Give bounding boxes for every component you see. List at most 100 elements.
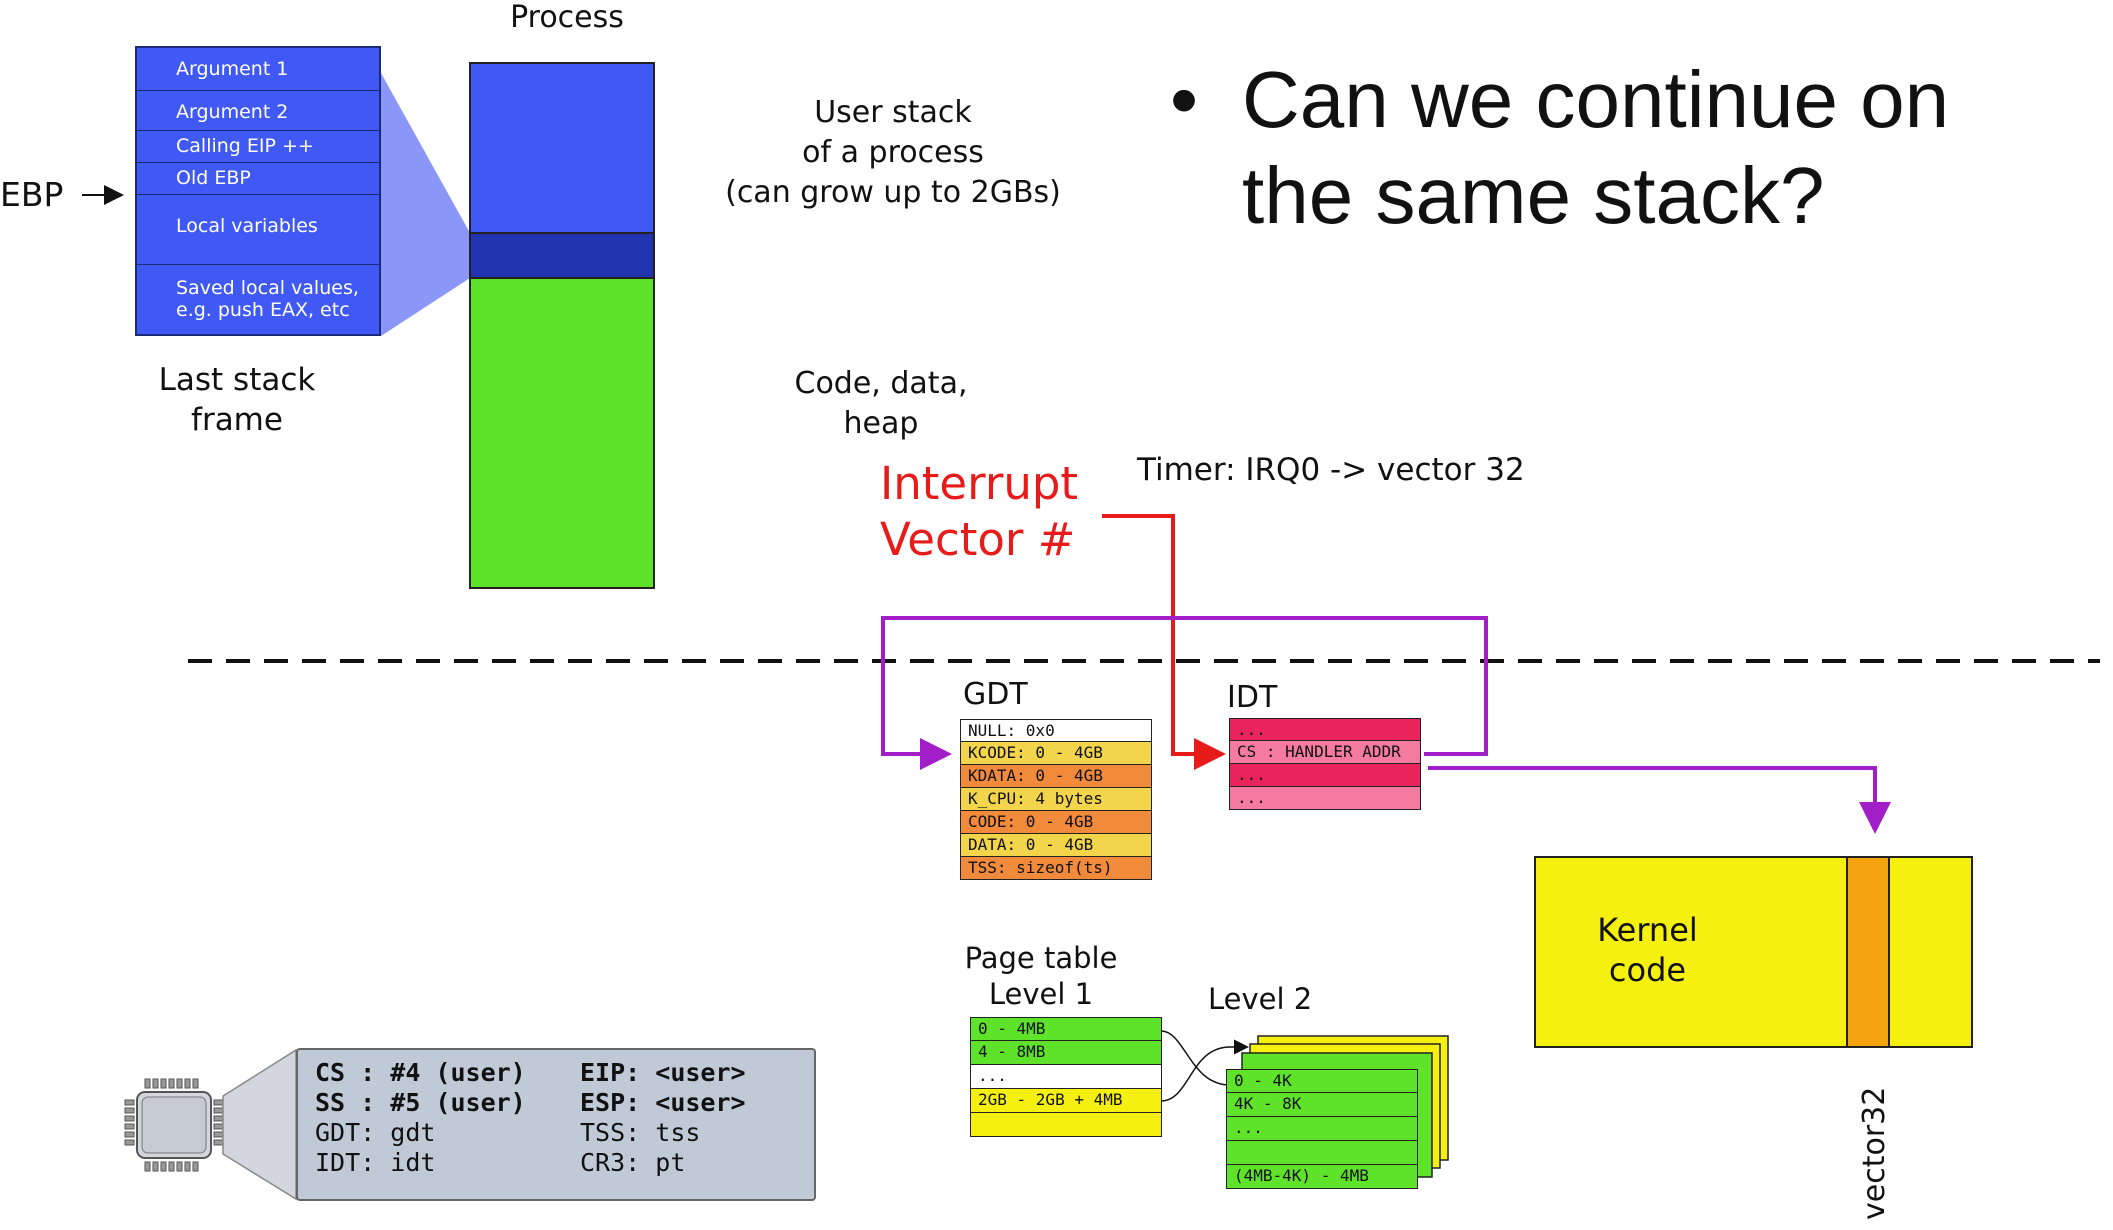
gdt-entry-5: DATA: 0 - 4GB xyxy=(960,834,1152,857)
reg-esp-name: ESP xyxy=(580,1088,626,1117)
idt-to-handler-arrow xyxy=(1428,766,1891,834)
gdt-entry-0: NULL: 0x0 xyxy=(960,719,1152,742)
interrupt-vector-label: Interrupt Vector # xyxy=(880,456,1078,568)
chip-zoom-wedge xyxy=(222,1048,297,1201)
pt-level2-entry-0: 0 - 4K xyxy=(1226,1069,1418,1093)
reg-cr3-name: CR3 xyxy=(580,1148,626,1177)
pt-level2-entry-4: (4MB-4K) - 4MB xyxy=(1226,1165,1418,1189)
gdt-entry-1: KCODE: 0 - 4GB xyxy=(960,742,1152,765)
reg-eip-value: <user> xyxy=(655,1058,746,1087)
reg-eip: EIP: <user> xyxy=(580,1058,746,1087)
gdt-entry-2: KDATA: 0 - 4GB xyxy=(960,765,1152,788)
pt-level2-entry-2: ... xyxy=(1226,1117,1418,1141)
frame-row-local-variables: Local variables xyxy=(137,194,379,264)
kernel-line-2: code xyxy=(1608,951,1687,989)
process-user-stack xyxy=(469,62,655,234)
reg-gdt-name: GDT xyxy=(315,1118,361,1147)
saved-values-line-1: Saved local values, xyxy=(176,277,359,299)
pt-level1-entry-1: 4 - 8MB xyxy=(970,1041,1162,1065)
pt-level2-entry-1: 4K - 8K xyxy=(1226,1093,1418,1117)
pt-level1-entry-0: 0 - 4MB xyxy=(970,1017,1162,1041)
ebp-label: EBP xyxy=(0,175,64,214)
vector32-handler xyxy=(1846,856,1890,1048)
interrupt-line-2: Vector # xyxy=(880,513,1076,566)
idt-entry-2: ... xyxy=(1229,764,1421,787)
bullet-line-1: Can we continue on xyxy=(1242,55,1950,144)
bullet-question: Can we continue on the same stack? xyxy=(1242,52,1949,244)
idt-table: ...CS : HANDLER ADDR...... xyxy=(1229,718,1421,810)
reg-cr3-value: pt xyxy=(655,1148,686,1177)
reg-ss-value: #5 (user) xyxy=(390,1088,526,1117)
user-stack-line-1: User stack xyxy=(814,95,972,130)
idt-entry-0: ... xyxy=(1229,718,1421,741)
level2-title: Level 2 xyxy=(1208,982,1313,1016)
process-title: Process xyxy=(510,0,624,35)
frame-row-calling-eip: Calling EIP ++ xyxy=(137,130,379,162)
interrupt-to-idt-arrow xyxy=(1102,514,1226,770)
page-table-line-1: Page table xyxy=(964,941,1118,975)
reg-gdt-value: gdt xyxy=(390,1118,436,1147)
reg-cr3: CR3: pt xyxy=(580,1148,686,1177)
pt-level1-entry-4 xyxy=(970,1113,1162,1137)
pt-level1-entry-2: ... xyxy=(970,1065,1162,1089)
kernel-code-block xyxy=(1534,856,1973,1048)
reg-cs-name: CS xyxy=(315,1058,346,1087)
caption-line-1: Last stack xyxy=(158,362,316,398)
reg-idt: IDT: idt xyxy=(315,1148,436,1177)
user-stack-line-3: (can grow up to 2GBs) xyxy=(725,175,1061,210)
idt-title: IDT xyxy=(1227,680,1278,715)
code-data-line-1: Code, data, xyxy=(794,366,968,401)
frame-row-old-ebp: Old EBP xyxy=(137,162,379,194)
saved-values-line-2: e.g. push EAX, etc xyxy=(176,299,350,321)
reg-esp-value: <user> xyxy=(655,1088,746,1117)
page-table-line-2: Level 1 xyxy=(988,977,1094,1011)
reg-tss-name: TSS xyxy=(580,1118,626,1147)
gdt-title: GDT xyxy=(963,677,1028,712)
zoom-wedge xyxy=(381,73,470,336)
idt-to-gdt-arrow xyxy=(881,616,1488,770)
frame-row-saved-values: Saved local values, e.g. push EAX, etc xyxy=(137,264,379,336)
cpu-chip-icon xyxy=(124,1078,224,1172)
interrupt-line-1: Interrupt xyxy=(880,457,1079,510)
timer-irq-label: Timer: IRQ0 -> vector 32 xyxy=(1137,452,1525,488)
frame-row-argument-1: Argument 1 xyxy=(176,58,289,80)
kernel-code-label: Kernel code xyxy=(1560,910,1735,990)
reg-tss-value: tss xyxy=(655,1118,701,1147)
pt-level2-entry-3 xyxy=(1226,1141,1418,1165)
reg-cs-value: #4 (user) xyxy=(390,1058,526,1087)
reg-ss-name: SS xyxy=(315,1088,346,1117)
reg-esp: ESP: <user> xyxy=(580,1088,746,1117)
pt-level1-entry-3: 2GB - 2GB + 4MB xyxy=(970,1089,1162,1113)
idt-entry-1: CS : HANDLER ADDR xyxy=(1229,741,1421,764)
user-stack-caption: User stack of a process (can grow up to … xyxy=(700,93,1086,213)
caption-line-2: frame xyxy=(191,402,283,438)
frame-row-argument-2: Argument 2 xyxy=(137,90,379,130)
last-stack-frame-caption: Last stack frame xyxy=(130,360,344,440)
reg-ss: SS : #5 (user) xyxy=(315,1088,526,1117)
reg-eip-name: EIP xyxy=(580,1058,626,1087)
kernel-line-1: Kernel xyxy=(1597,911,1698,949)
reg-gdt: GDT: gdt xyxy=(315,1118,436,1147)
page-table-title: Page table Level 1 xyxy=(955,940,1127,1012)
process-current-frame xyxy=(469,232,655,279)
code-data-heap-caption: Code, data, heap xyxy=(768,364,994,444)
bullet-marker: • xyxy=(1170,55,1199,144)
vector32-label: vector32 xyxy=(1857,1086,1892,1220)
idt-entry-3: ... xyxy=(1229,787,1421,810)
process-code-data-heap xyxy=(469,277,655,589)
gdt-entry-6: TSS: sizeof(ts) xyxy=(960,857,1152,880)
reg-idt-value: idt xyxy=(390,1148,436,1177)
reg-cs: CS : #4 (user) xyxy=(315,1058,526,1087)
bullet-line-2: the same stack? xyxy=(1242,151,1825,240)
gdt-entry-3: K_CPU: 4 bytes xyxy=(960,788,1152,811)
user-stack-line-2: of a process xyxy=(802,135,984,170)
reg-tss: TSS: tss xyxy=(580,1118,701,1147)
gdt-entry-4: CODE: 0 - 4GB xyxy=(960,811,1152,834)
reg-idt-name: IDT xyxy=(315,1148,361,1177)
cpu-registers-panel: CS : #4 (user) SS : #5 (user) GDT: gdt I… xyxy=(296,1048,816,1201)
code-data-line-2: heap xyxy=(843,406,919,441)
stack-frame-box: Argument 1 Argument 2 Calling EIP ++ Old… xyxy=(135,46,381,336)
